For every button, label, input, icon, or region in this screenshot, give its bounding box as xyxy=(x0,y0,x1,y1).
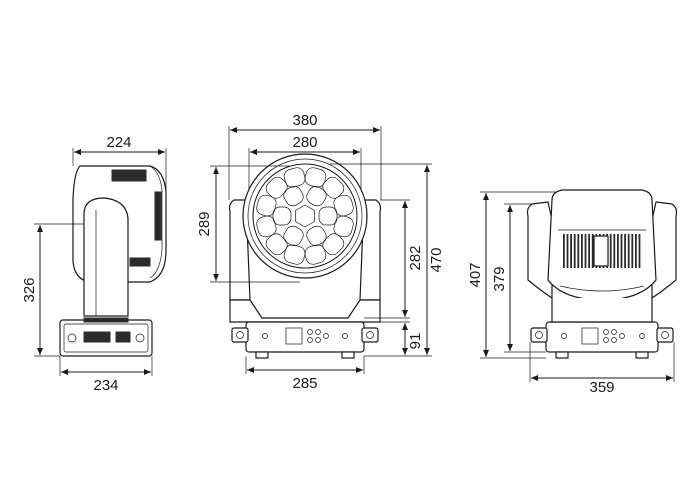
front-dim-285: 285 xyxy=(245,356,365,392)
lens-petal-inner xyxy=(306,225,327,246)
front-lens-array xyxy=(256,167,354,265)
lens-petal-outer xyxy=(333,215,354,238)
vent-slot xyxy=(563,234,565,268)
lens-petal-outer xyxy=(333,194,354,217)
lens-petal-outer xyxy=(322,233,345,256)
vent-slot xyxy=(577,234,580,268)
lens-petal-outer xyxy=(283,167,306,188)
front-head xyxy=(242,153,368,279)
front-dim-380: 380 xyxy=(228,112,382,200)
vent-slot xyxy=(588,234,590,268)
front-dim-289: 289 xyxy=(196,165,300,283)
dim-label-side-base-width: 234 xyxy=(93,377,118,394)
vent-slot xyxy=(584,234,587,268)
dim-label-side-height: 326 xyxy=(21,277,38,302)
lens-petal-inner xyxy=(318,206,338,226)
dim-label-front-lens-width: 280 xyxy=(292,134,317,151)
vent-slot xyxy=(617,234,619,268)
lens-center xyxy=(295,204,315,228)
back-dim-359: 359 xyxy=(529,342,675,396)
lens-petal-outer xyxy=(256,215,277,238)
vent-slot xyxy=(627,234,630,268)
back-dim-407: 407 xyxy=(467,191,556,359)
lens-petal-outer xyxy=(304,244,327,265)
side-dim-224: 224 xyxy=(72,134,167,190)
front-dim-470: 470 xyxy=(330,163,445,357)
lens-petal-inner xyxy=(306,186,327,207)
lens-petal-outer xyxy=(265,176,288,199)
lens-petal-inner xyxy=(272,206,292,226)
back-base xyxy=(545,321,659,353)
vent-slot xyxy=(620,234,623,268)
dim-label-front-lens-height: 289 xyxy=(196,211,213,236)
vent-slot xyxy=(609,234,612,268)
lens-petal-outer xyxy=(304,167,327,188)
dim-label-back-head-height: 379 xyxy=(491,266,508,291)
vent-slot xyxy=(624,234,626,268)
dim-label-back-base-width: 359 xyxy=(589,379,614,396)
side-arm xyxy=(83,197,129,317)
side-view xyxy=(59,165,167,357)
back-yoke-right xyxy=(651,201,678,300)
dim-label-front-base-width: 285 xyxy=(292,375,317,392)
back-dim-379: 379 xyxy=(491,203,546,353)
vent-slot xyxy=(613,234,616,268)
vent-slot xyxy=(570,234,572,268)
dim-label-front-total-height: 470 xyxy=(428,247,445,272)
vent-slot xyxy=(573,234,576,268)
lens-petal-outer xyxy=(283,244,306,265)
vent-slot xyxy=(566,234,569,268)
front-dim-280: 280 xyxy=(248,134,362,190)
dim-label-front-head-height: 282 xyxy=(407,245,424,270)
vent-label-plate xyxy=(593,235,609,267)
front-display xyxy=(285,327,303,345)
front-buttons xyxy=(307,329,329,343)
side-base-vents xyxy=(83,331,131,343)
dim-label-front-overall-width: 380 xyxy=(292,112,317,129)
back-display xyxy=(581,327,599,345)
vent-slot xyxy=(635,234,637,268)
lens-petal-inner xyxy=(283,186,304,207)
back-vents xyxy=(563,234,641,268)
side-dim-234: 234 xyxy=(59,356,153,394)
vent-slot xyxy=(591,234,594,268)
lens-petal-inner xyxy=(283,225,304,246)
dim-label-front-base-height: 91 xyxy=(407,333,424,350)
dim-label-side-top-width: 224 xyxy=(106,134,131,151)
vent-slot xyxy=(581,234,583,268)
front-dim-282: 282 xyxy=(364,199,424,319)
vent-slot xyxy=(631,234,634,268)
front-base xyxy=(245,321,365,353)
back-yoke-left xyxy=(526,201,553,300)
lens-petal-outer xyxy=(265,233,288,256)
vent-slot xyxy=(638,234,641,268)
side-dim-326: 326 xyxy=(21,223,84,357)
lens-petal-outer xyxy=(256,194,277,217)
lens-petal-outer xyxy=(322,176,345,199)
back-view xyxy=(526,189,678,359)
front-view xyxy=(228,153,382,359)
front-dim-91: 91 xyxy=(364,321,424,355)
dim-label-back-total-height: 407 xyxy=(467,262,484,287)
